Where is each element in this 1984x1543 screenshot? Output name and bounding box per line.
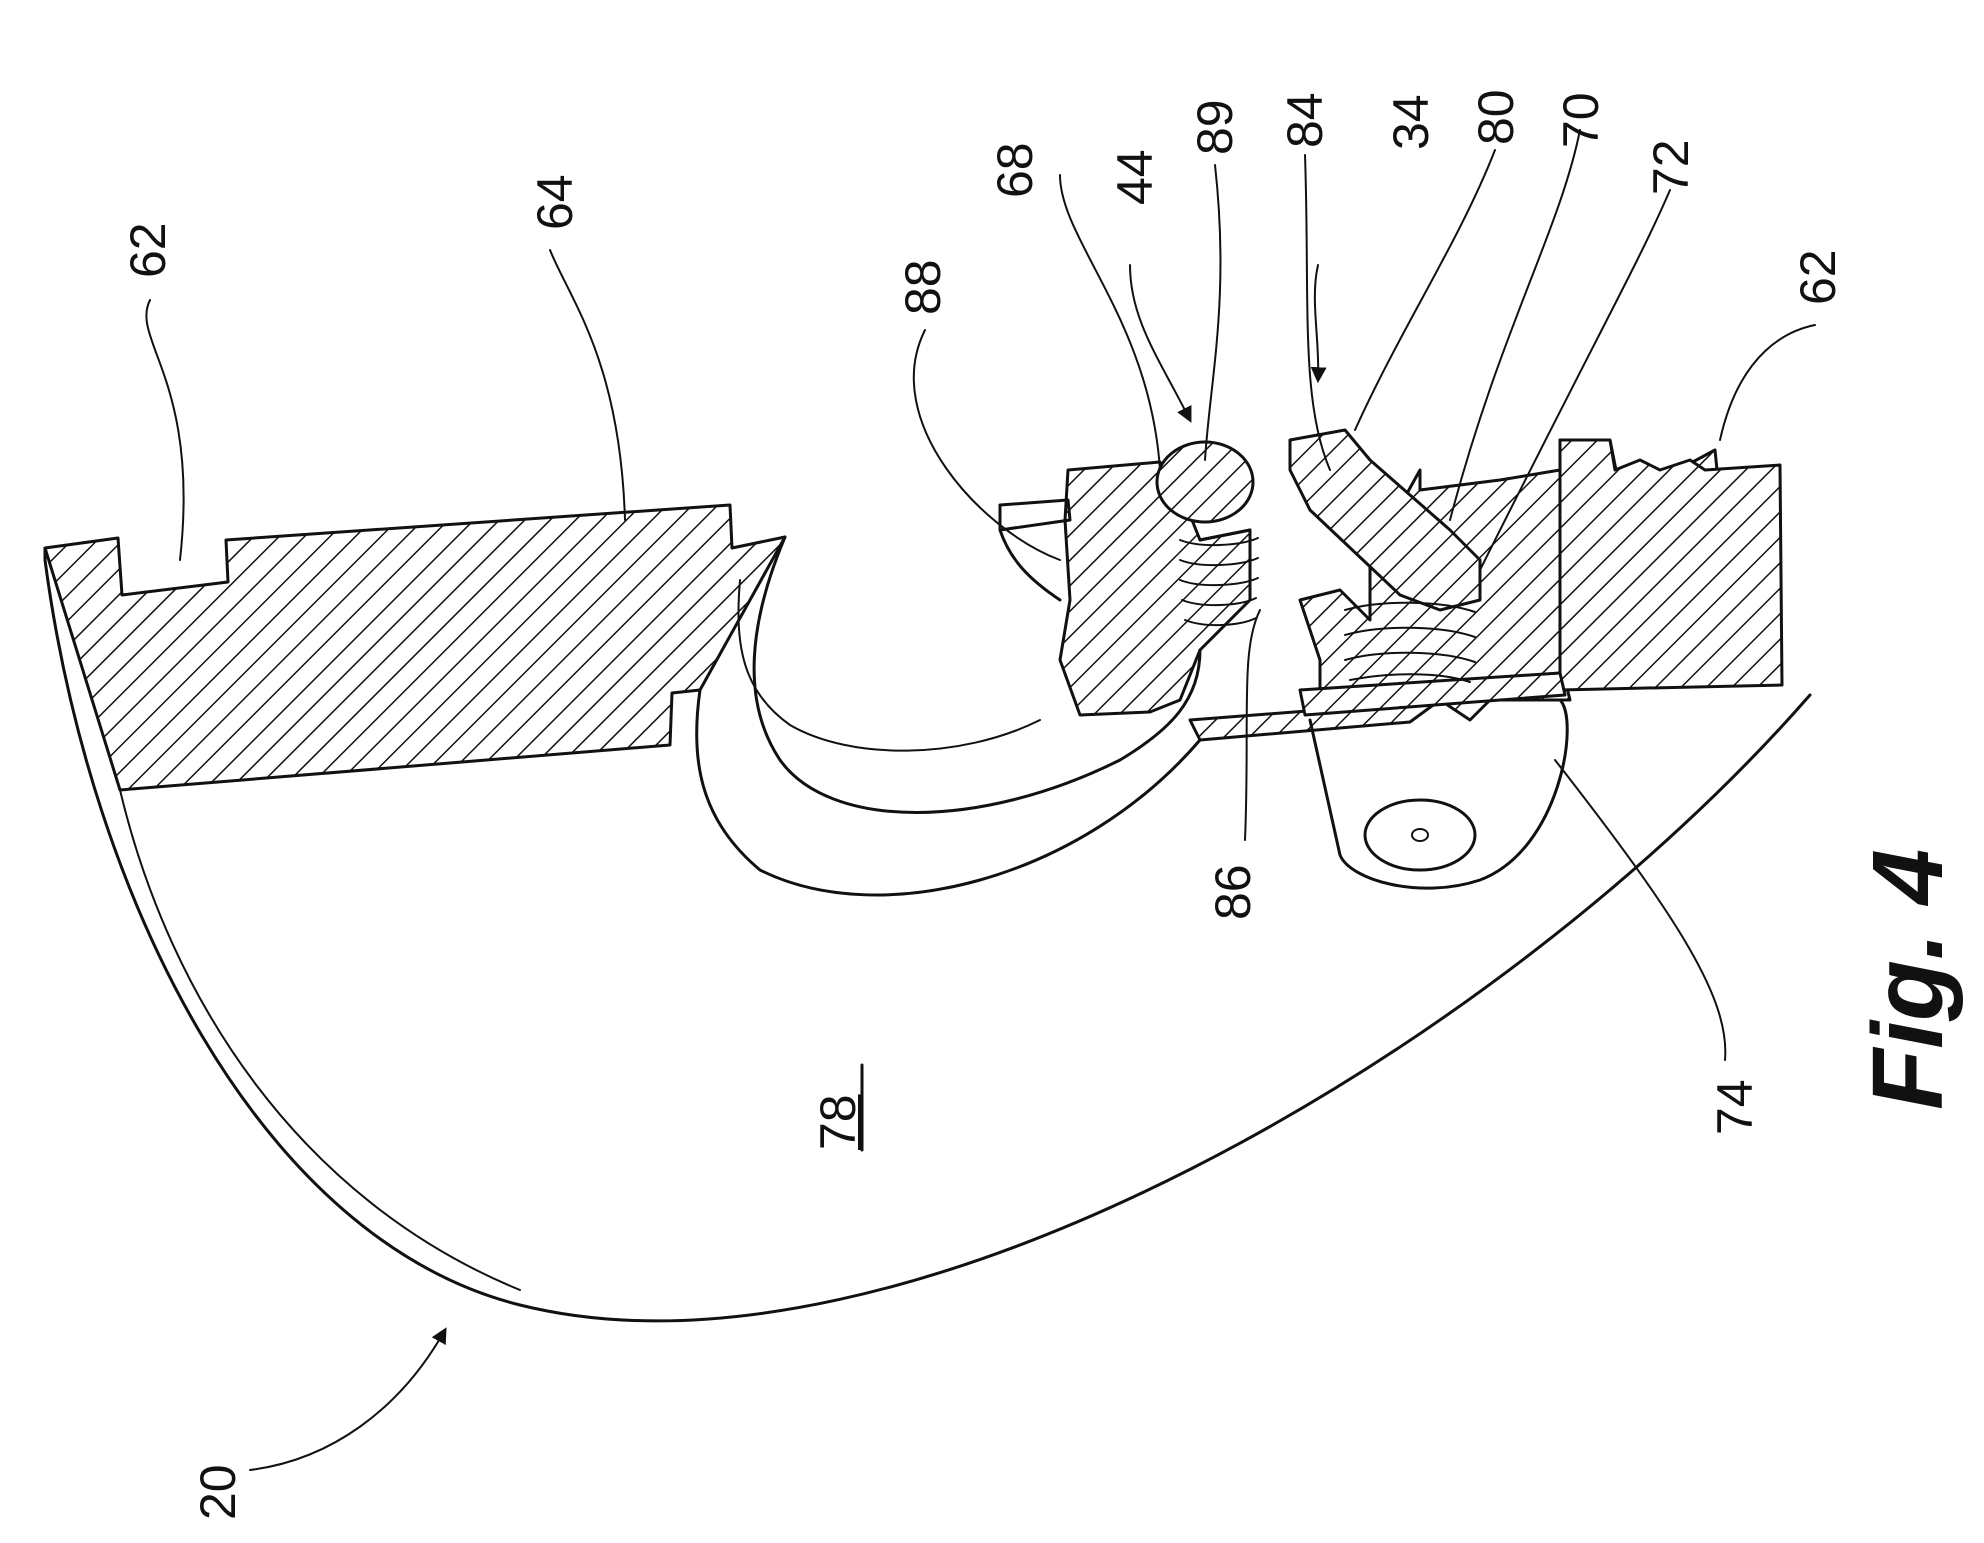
arrow-20 (249, 1327, 447, 1471)
leader-70 (1449, 129, 1581, 521)
label-62-right: 62 (1790, 249, 1846, 305)
leader-72 (1479, 189, 1671, 571)
label-84: 84 (1277, 92, 1333, 148)
figure-title: Fig. 4 (1852, 849, 1964, 1110)
reference-numerals: 62 64 88 68 44 89 84 34 80 70 72 62 86 7… (120, 89, 1846, 1520)
pin-and-spring (1155, 440, 1259, 627)
leader-89 (1204, 164, 1222, 461)
latch-member (1288, 428, 1482, 683)
plate (1308, 698, 1569, 890)
label-74: 74 (1707, 1079, 1763, 1135)
leader-62-right (1719, 324, 1816, 441)
label-34: 34 (1383, 94, 1439, 150)
recess (695, 498, 1252, 897)
label-78: 78 (810, 1094, 866, 1150)
leader-86 (1244, 609, 1261, 841)
label-68: 68 (987, 142, 1043, 198)
label-70: 70 (1553, 92, 1609, 148)
leader-62-left (145, 299, 185, 561)
label-88: 88 (895, 259, 951, 315)
leader-64 (549, 249, 626, 521)
leader-74 (1554, 759, 1727, 1061)
label-86: 86 (1205, 864, 1261, 920)
label-64: 64 (527, 174, 583, 230)
label-20: 20 (190, 1464, 246, 1520)
label-62-left: 62 (120, 222, 176, 278)
label-44: 44 (1107, 149, 1163, 205)
cross-section (43, 438, 1784, 792)
leader-88 (912, 329, 1061, 561)
label-89: 89 (1187, 99, 1243, 155)
arrows (249, 264, 1327, 1471)
leader-84 (1304, 154, 1331, 471)
leader-68 (1059, 174, 1161, 471)
leader-lines (145, 129, 1816, 1061)
leader-80 (1354, 149, 1496, 431)
label-72: 72 (1643, 139, 1699, 195)
arrow-34 (1310, 264, 1327, 384)
label-80: 80 (1468, 89, 1524, 145)
arrow-44 (1129, 264, 1192, 423)
